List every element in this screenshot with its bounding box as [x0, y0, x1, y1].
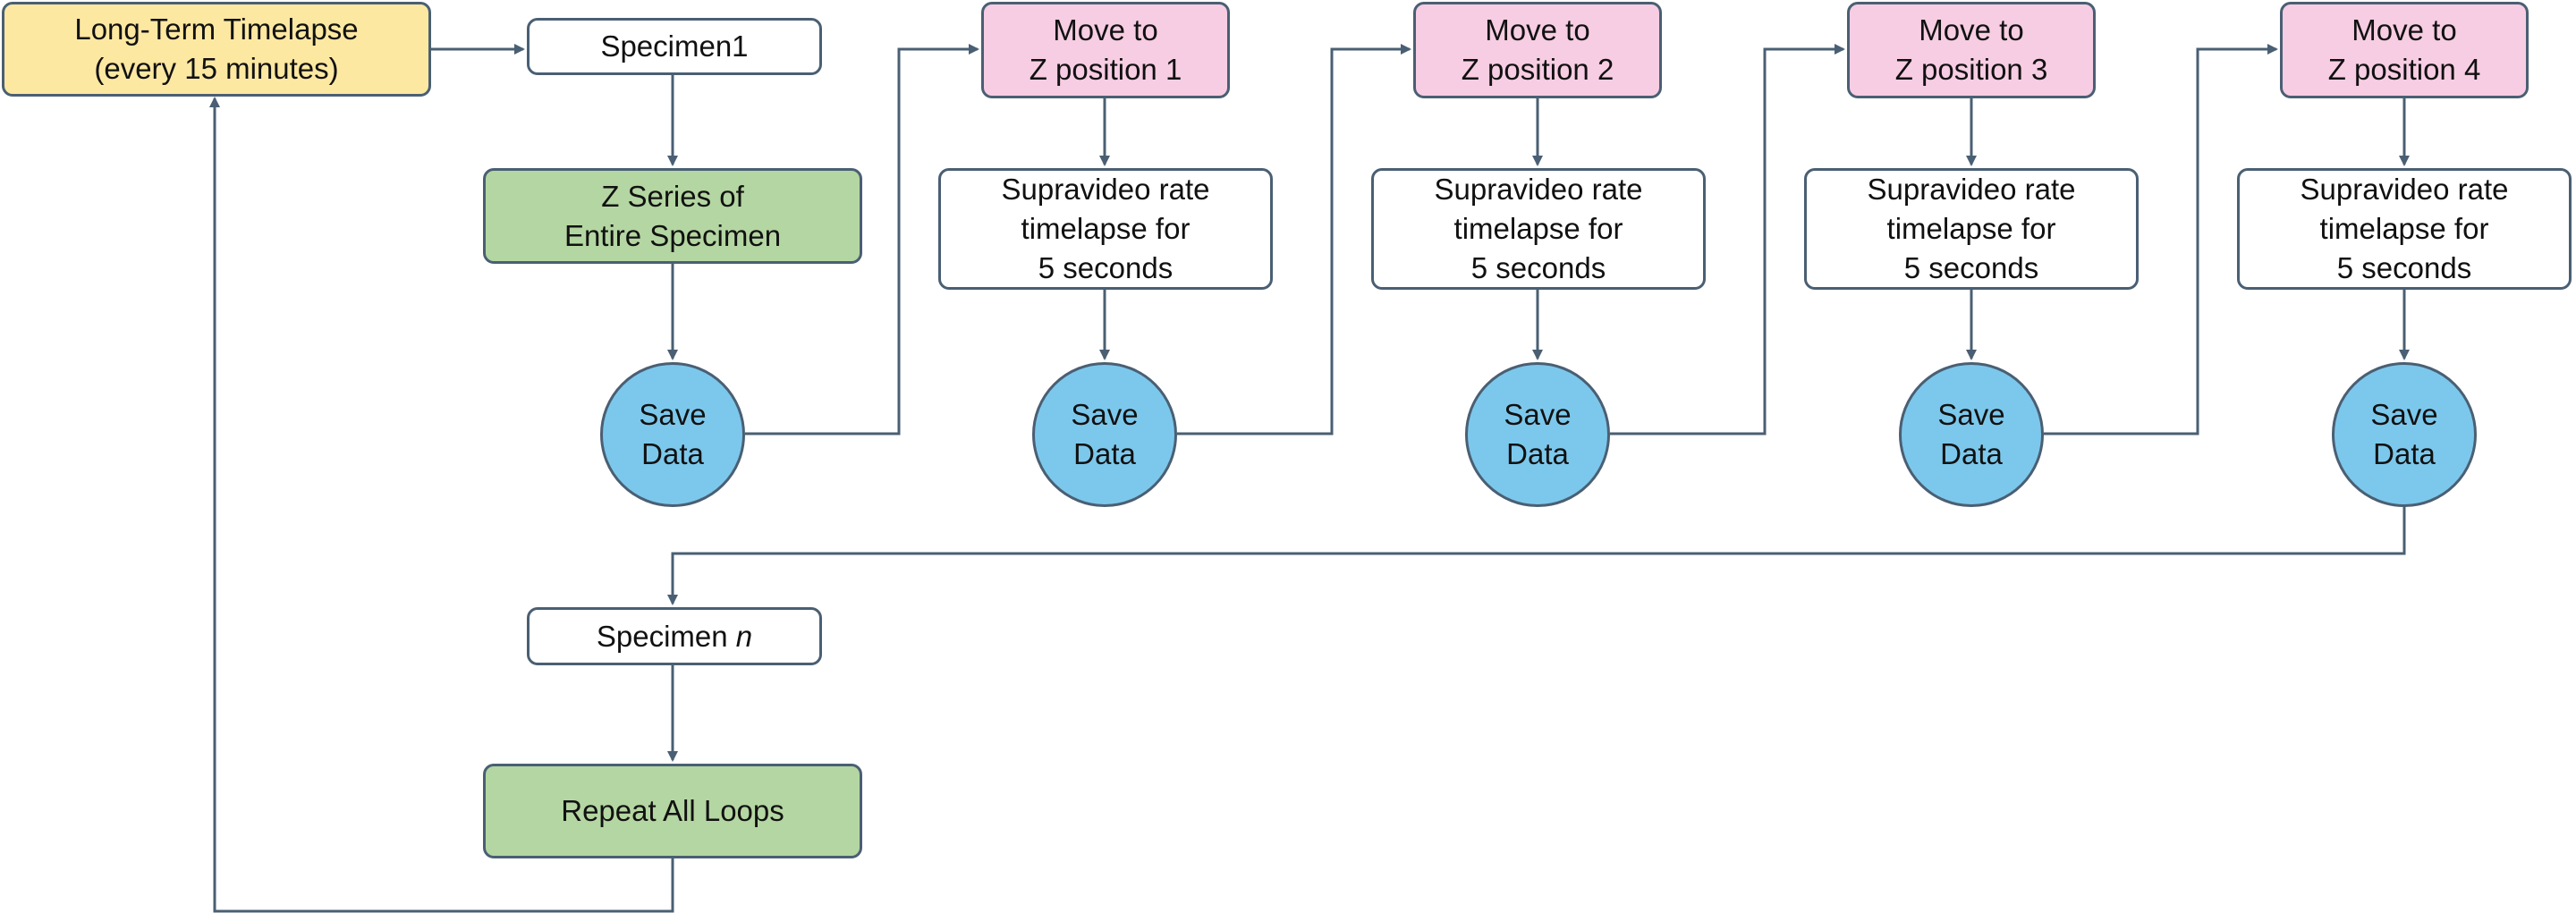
save-data-circle-1: Save Data	[1032, 362, 1177, 507]
save-data-circle-0: Save Data	[600, 362, 745, 507]
supravideo-label-2: Supravideo rate timelapse for 5 seconds	[1434, 173, 1643, 284]
specimen-n-box: Specimen n	[527, 607, 822, 665]
specimen-n-prefix: Specimen	[596, 619, 736, 653]
specimen-n-variable: n	[735, 619, 753, 653]
z-series-label: Z Series of Entire Specimen	[564, 179, 782, 252]
move-z4-label: Move to Z position 4	[2327, 13, 2481, 86]
save-data-circle-2: Save Data	[1465, 362, 1610, 507]
specimen1-box: Specimen1	[527, 18, 822, 75]
save-data-label-2: Save Data	[1504, 398, 1572, 470]
save-data-label-0: Save Data	[639, 398, 707, 470]
arrow-save1-to-move2	[1177, 44, 1411, 435]
save-data-circle-3: Save Data	[1899, 362, 2044, 507]
save-data-circle-4: Save Data	[2332, 362, 2477, 507]
repeat-all-loops-label: Repeat All Loops	[561, 794, 784, 827]
repeat-all-loops-box: Repeat All Loops	[483, 764, 862, 858]
arrow-save0-to-move1	[745, 44, 979, 435]
arrow-save2-to-move3	[1610, 44, 1845, 435]
move-z3-box: Move to Z position 3	[1847, 2, 2096, 98]
specimen1-label: Specimen1	[600, 30, 749, 63]
arrow-save3-to-move4	[2044, 44, 2278, 435]
save-data-label-4: Save Data	[2370, 398, 2438, 470]
move-z1-box: Move to Z position 1	[981, 2, 1230, 98]
move-z1-label: Move to Z position 1	[1029, 13, 1182, 86]
supravideo-label-1: Supravideo rate timelapse for 5 seconds	[1001, 173, 1210, 284]
supravideo-label-3: Supravideo rate timelapse for 5 seconds	[1867, 173, 2076, 284]
arrow-save4-to-specimen-n	[667, 506, 2406, 605]
move-z4-box: Move to Z position 4	[2280, 2, 2529, 98]
z-series-box: Z Series of Entire Specimen	[483, 168, 862, 264]
move-z2-box: Move to Z position 2	[1413, 2, 1662, 98]
specimen-n-label: Specimen n	[597, 617, 752, 656]
supravideo-box-1: Supravideo rate timelapse for 5 seconds	[938, 168, 1273, 290]
supravideo-label-4: Supravideo rate timelapse for 5 seconds	[2300, 173, 2509, 284]
save-data-label-3: Save Data	[1937, 398, 2005, 470]
supravideo-box-4: Supravideo rate timelapse for 5 seconds	[2237, 168, 2572, 290]
arrow-repeat-to-longterm	[209, 97, 674, 913]
supravideo-box-2: Supravideo rate timelapse for 5 seconds	[1371, 168, 1706, 290]
long-term-timelapse-box: Long-Term Timelapse (every 15 minutes)	[2, 2, 431, 97]
move-z3-label: Move to Z position 3	[1894, 13, 2048, 86]
supravideo-box-3: Supravideo rate timelapse for 5 seconds	[1804, 168, 2139, 290]
save-data-label-1: Save Data	[1071, 398, 1139, 470]
move-z2-label: Move to Z position 2	[1461, 13, 1614, 86]
long-term-timelapse-label: Long-Term Timelapse (every 15 minutes)	[74, 13, 359, 85]
